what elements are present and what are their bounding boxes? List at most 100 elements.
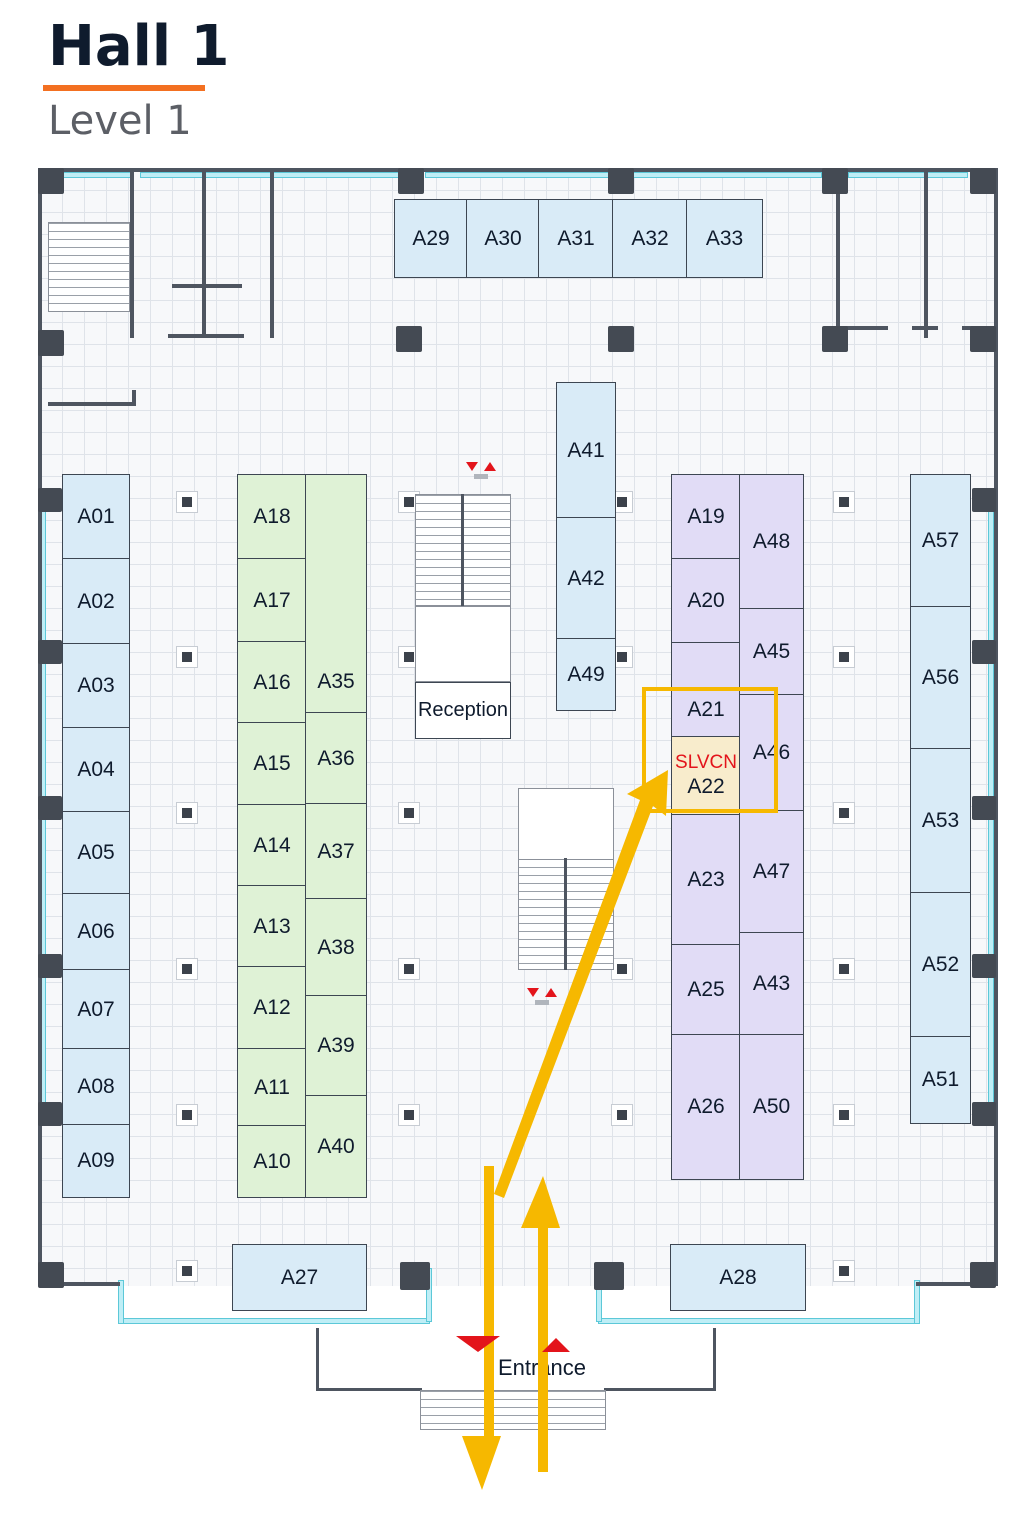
booth-a45[interactable]: A45 xyxy=(739,608,804,696)
booth-a18[interactable]: A18 xyxy=(237,474,307,560)
booth-label: A41 xyxy=(567,438,605,462)
booth-label: A57 xyxy=(921,529,960,552)
booth-label: A50 xyxy=(752,1095,791,1118)
booth-a12[interactable]: A12 xyxy=(237,966,307,1050)
booth-a05[interactable]: A05 xyxy=(62,811,130,895)
booth-label: A04 xyxy=(77,758,115,781)
wall-right xyxy=(994,168,998,1286)
booth-label: A39 xyxy=(317,1034,355,1057)
booth-a33[interactable]: A33 xyxy=(686,199,763,278)
booth-a47[interactable]: A47 xyxy=(739,810,804,934)
booth-label: A18 xyxy=(253,505,291,528)
column-marker xyxy=(833,1104,855,1126)
booth-a13[interactable]: A13 xyxy=(237,885,307,968)
wall-left xyxy=(38,168,42,1286)
booth-a41[interactable]: A41 xyxy=(556,382,616,519)
booth-a48[interactable]: A48 xyxy=(739,474,804,610)
booth-a17[interactable]: A17 xyxy=(237,558,307,643)
booth-label: A32 xyxy=(631,226,669,250)
booth-a43[interactable]: A43 xyxy=(739,932,804,1036)
booth-a14[interactable]: A14 xyxy=(237,804,307,887)
booth-a22[interactable]: SLVCN A22 xyxy=(671,736,741,816)
exhibitor-name: SLVCN xyxy=(675,752,737,773)
wall-bottom-left xyxy=(38,1282,120,1286)
column-marker xyxy=(176,1104,198,1126)
stair-divider-upper xyxy=(461,494,464,606)
booth-label: A27 xyxy=(280,1265,319,1289)
booth-label: A38 xyxy=(317,935,355,959)
booth-a32[interactable]: A32 xyxy=(612,199,688,278)
column-marker xyxy=(176,1260,198,1282)
booth-label: A53 xyxy=(921,809,960,832)
booth-a01[interactable]: A01 xyxy=(62,474,130,560)
pillar xyxy=(38,796,62,820)
booth-a27[interactable]: A27 xyxy=(232,1244,367,1311)
booth-a52[interactable]: A52 xyxy=(910,892,971,1038)
booth-a15[interactable]: A15 xyxy=(237,722,307,806)
booth-a07[interactable]: A07 xyxy=(62,969,130,1050)
lobby-left-wall xyxy=(316,1328,319,1390)
booth-a10[interactable]: A10 xyxy=(237,1125,307,1198)
column-marker xyxy=(611,1104,633,1126)
booth-a23[interactable]: A23 xyxy=(671,814,741,946)
booth-a42[interactable]: A42 xyxy=(556,517,616,640)
booth-a40[interactable]: A40 xyxy=(305,1095,367,1198)
booth-label: A07 xyxy=(77,997,115,1021)
window-front-left xyxy=(118,1280,124,1324)
booth-label: A22 xyxy=(687,775,725,798)
booth-a31[interactable]: A31 xyxy=(538,199,614,278)
booth-label: A52 xyxy=(921,953,960,976)
booth-a49[interactable]: A49 xyxy=(556,638,616,711)
booth-label: A51 xyxy=(921,1068,960,1091)
room-crossbar xyxy=(172,284,242,288)
booth-label: A23 xyxy=(687,868,725,891)
booth-a37[interactable]: A37 xyxy=(305,803,367,900)
pillar xyxy=(38,330,64,356)
booth-a53[interactable]: A53 xyxy=(910,748,971,894)
booth-a35[interactable]: A35 xyxy=(305,474,367,714)
booth-a38[interactable]: A38 xyxy=(305,898,367,997)
booth-a08[interactable]: A08 xyxy=(62,1048,130,1126)
column-marker xyxy=(398,802,420,824)
booth-a16[interactable]: A16 xyxy=(237,641,307,724)
lobby-left-sill xyxy=(316,1388,422,1391)
pillar xyxy=(972,796,996,820)
booth-a09[interactable]: A09 xyxy=(62,1124,130,1198)
booth-a11[interactable]: A11 xyxy=(237,1048,307,1127)
room-baseline xyxy=(168,334,244,338)
column-marker xyxy=(833,491,855,513)
column-marker xyxy=(398,1104,420,1126)
pillar xyxy=(822,326,848,352)
booth-label: A15 xyxy=(253,752,291,775)
booth-label: A28 xyxy=(719,1265,757,1289)
booth-a20[interactable]: A20 xyxy=(671,558,741,644)
booth-a56[interactable]: A56 xyxy=(910,606,971,750)
booth-a57[interactable]: A57 xyxy=(910,474,971,608)
booth-label: A43 xyxy=(752,972,791,995)
booth-a02[interactable]: A02 xyxy=(62,558,130,645)
lobby-right-sill xyxy=(604,1388,716,1391)
booth-a51[interactable]: A51 xyxy=(910,1036,971,1124)
booth-a25[interactable]: A25 xyxy=(671,944,741,1036)
booth-label: A26 xyxy=(687,1095,725,1118)
booth-a03[interactable]: A03 xyxy=(62,643,130,729)
staircase-top-left xyxy=(48,222,130,312)
booth-a28[interactable]: A28 xyxy=(670,1244,806,1311)
booth-a19[interactable]: A19 xyxy=(671,474,741,560)
booth-a29[interactable]: A29 xyxy=(394,199,468,278)
pillar xyxy=(608,168,634,194)
booth-a30[interactable]: A30 xyxy=(466,199,540,278)
booth-label: A48 xyxy=(752,530,791,553)
booth-a50[interactable]: A50 xyxy=(739,1034,804,1180)
wall-top xyxy=(40,168,996,172)
pillar xyxy=(972,488,996,512)
stair-down-triangle xyxy=(466,462,478,471)
entrance-out-triangle xyxy=(456,1336,500,1352)
booth-label: A49 xyxy=(567,662,605,686)
column-marker xyxy=(176,802,198,824)
column-marker xyxy=(611,958,633,980)
reception-desk[interactable]: Reception xyxy=(415,682,511,739)
booth-a39[interactable]: A39 xyxy=(305,995,367,1097)
booth-a06[interactable]: A06 xyxy=(62,893,130,971)
